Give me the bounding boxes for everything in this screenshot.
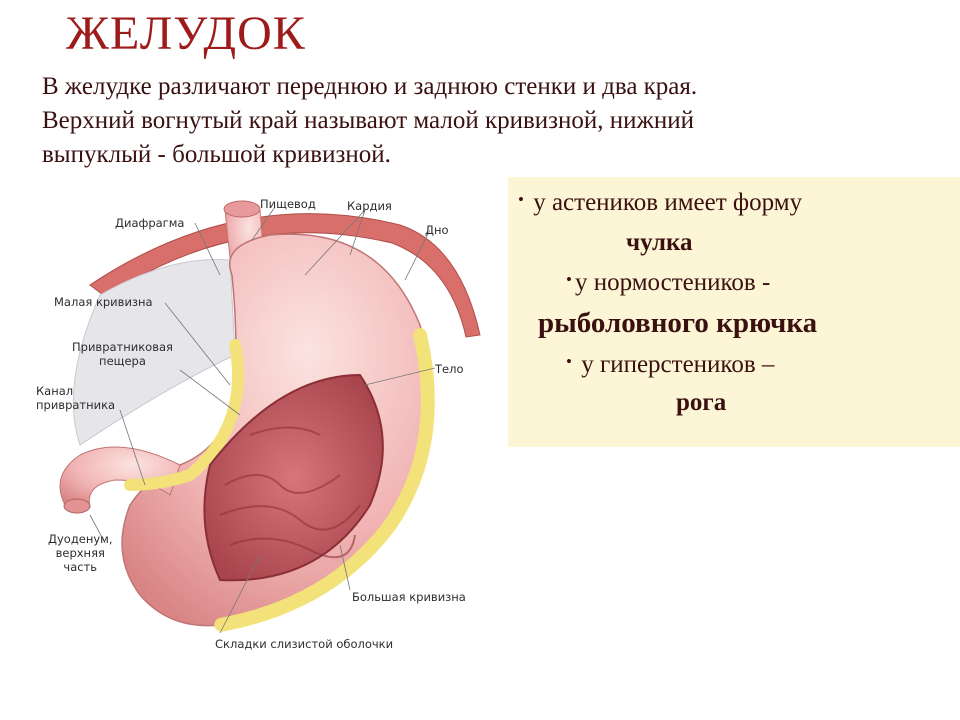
label-antrum-line1: Привратниковая bbox=[72, 340, 173, 354]
intro-line-1: В желудке различают переднюю и заднюю ст… bbox=[42, 73, 698, 100]
hyperstenic-text: у гиперстеников – bbox=[581, 351, 775, 378]
esophagus-opening bbox=[223, 200, 261, 218]
astenic-item: • у астеников имеет форму bbox=[518, 189, 802, 217]
bullet-icon: • bbox=[566, 270, 572, 289]
hyperstenic-form: рога bbox=[676, 389, 727, 416]
duodenum-opening bbox=[63, 498, 91, 514]
normostenic-item: •у нормостеников - bbox=[566, 269, 770, 297]
label-duodenum: Дуоденум, верхняя часть bbox=[48, 532, 113, 574]
mucosa-folds bbox=[219, 426, 361, 559]
intro-line-3: выпуклый - большой кривизной. bbox=[42, 141, 391, 168]
normostenic-form: рыболовного крючка bbox=[538, 307, 818, 339]
diaphragm-sheet bbox=[72, 258, 236, 446]
astenic-text: у астеников имеет форму bbox=[533, 189, 803, 216]
label-kanal-line1: Канал bbox=[36, 384, 74, 398]
bullet-icon: • bbox=[566, 352, 572, 371]
label-diafragma: Диафрагма bbox=[115, 216, 185, 230]
stomach-drawing bbox=[59, 200, 481, 634]
mucosa-window bbox=[203, 373, 384, 582]
hyperstenic-item: • у гиперстеников – bbox=[566, 351, 774, 379]
label-kardiya: Кардия bbox=[347, 199, 392, 213]
label-bolshaya-krivizna: Большая кривизна bbox=[352, 590, 466, 604]
label-duodenum-line2: верхняя bbox=[55, 546, 105, 560]
body-types-box: • у астеников имеет форму чулка •у нормо… bbox=[508, 177, 960, 447]
astenic-form: чулка bbox=[626, 229, 693, 256]
label-pishchevod: Пищевод bbox=[260, 197, 316, 211]
intro-line-2: Верхний вогнутый край называют малой кри… bbox=[42, 107, 694, 134]
lesser-omentum-fat bbox=[124, 339, 244, 491]
label-kanal-line2: привратника bbox=[36, 398, 116, 412]
label-duodenum-line3: часть bbox=[63, 560, 98, 574]
greater-omentum-fat bbox=[213, 328, 435, 632]
intro-text: В желудке различают переднюю и заднюю ст… bbox=[42, 70, 922, 172]
normostenic-text: у нормостеников - bbox=[574, 269, 771, 296]
label-antrum-line2: пещера bbox=[99, 354, 146, 368]
label-kanal: Канал привратника bbox=[36, 384, 115, 412]
label-telo: Тело bbox=[435, 362, 464, 376]
slide-title: ЖЕЛУДОК bbox=[66, 7, 306, 60]
stomach-illustration: Пищевод Кардия Диафрагма Дно Малая криви… bbox=[20, 185, 500, 660]
bullet-icon: • bbox=[518, 190, 524, 209]
label-malaya-krivizna: Малая кривизна bbox=[54, 295, 153, 309]
label-duodenum-line1: Дуоденум, bbox=[48, 532, 113, 546]
label-antrum: Привратниковая пещера bbox=[72, 340, 173, 368]
label-skladki: Складки слизистой оболочки bbox=[215, 637, 394, 651]
leader-lines bbox=[89, 206, 436, 634]
label-dno: Дно bbox=[425, 223, 449, 237]
